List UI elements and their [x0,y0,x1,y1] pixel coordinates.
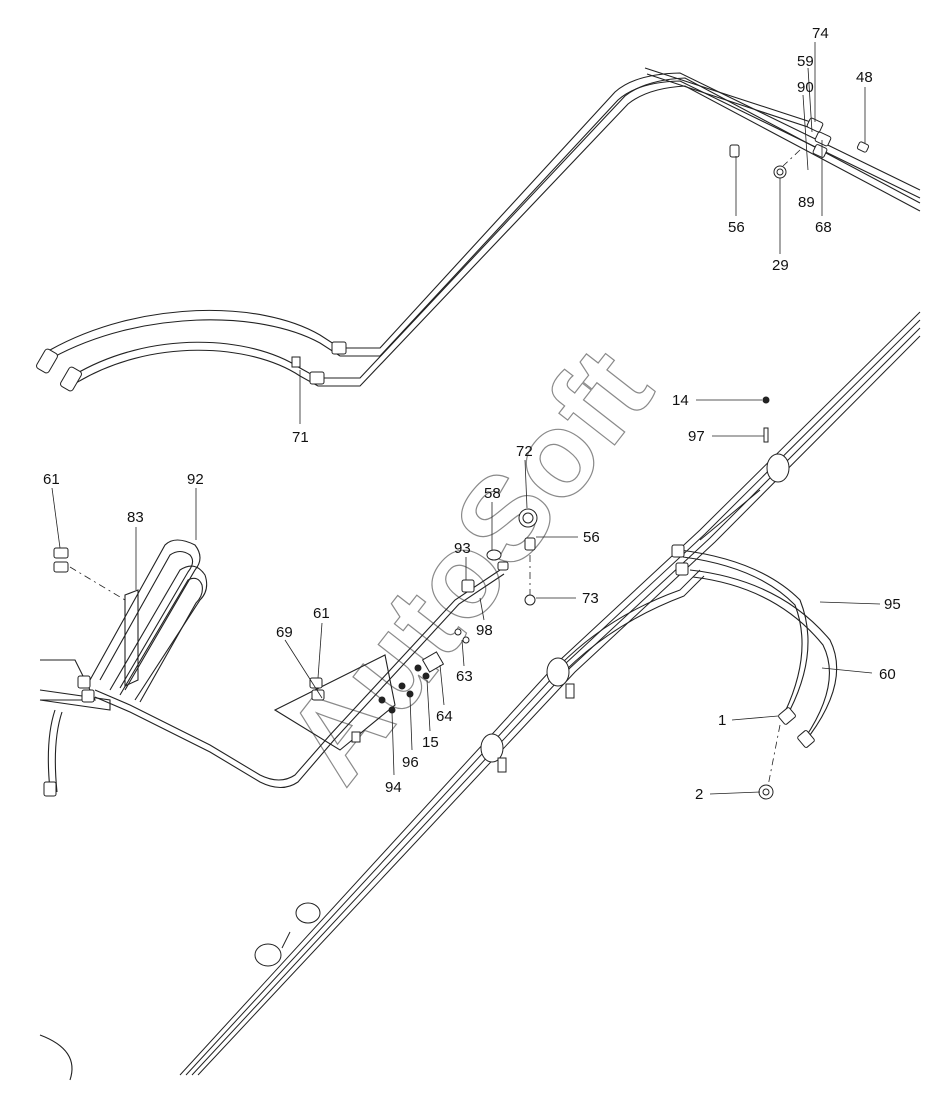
leader-lines [51,42,881,795]
lower-diagonal-run [179,311,921,1076]
callout-71: 71 [292,429,309,446]
callout-97: 97 [688,428,705,445]
callout-98: 98 [476,622,493,639]
callout-64: 64 [436,708,453,725]
right-hoses [679,549,838,739]
callout-1: 1 [718,712,726,729]
alignment-lines [69,149,801,787]
callout-15: 15 [422,734,439,751]
callout-83: 83 [127,509,144,526]
watermark: AutoSoft [260,324,677,806]
callout-56-mid: 56 [583,529,600,546]
clamps [254,453,790,967]
callout-labels: 74 59 90 48 89 68 56 29 71 14 97 72 58 5… [43,25,901,803]
callout-29: 29 [772,257,789,274]
callout-89: 89 [798,194,815,211]
callout-56-top: 56 [728,219,745,236]
callout-68: 68 [815,219,832,236]
right-hose-fittings [671,544,815,800]
callout-14: 14 [672,392,689,409]
hose-end-fittings [36,341,347,392]
callout-93: 93 [454,540,471,557]
callout-61-mid: 61 [313,605,330,622]
callout-60: 60 [879,666,896,683]
callout-95: 95 [884,596,901,613]
callout-73: 73 [582,590,599,607]
callout-2: 2 [695,786,703,803]
callout-92: 92 [187,471,204,488]
callout-61-left: 61 [43,471,60,488]
callout-69: 69 [276,624,293,641]
callout-96: 96 [402,754,419,771]
cooler-assembly [39,539,505,1081]
callout-59: 59 [797,53,814,70]
upper-pipe-run [49,67,921,387]
callout-94: 94 [385,779,402,796]
bolt-top [762,396,770,443]
callout-74: 74 [812,25,829,42]
callout-72: 72 [516,443,533,460]
upper-right-fittings [729,117,870,179]
cooler-fittings [43,508,538,797]
callout-90: 90 [797,79,814,96]
callout-63: 63 [456,668,473,685]
callout-48: 48 [856,69,873,86]
callout-58: 58 [484,485,501,502]
